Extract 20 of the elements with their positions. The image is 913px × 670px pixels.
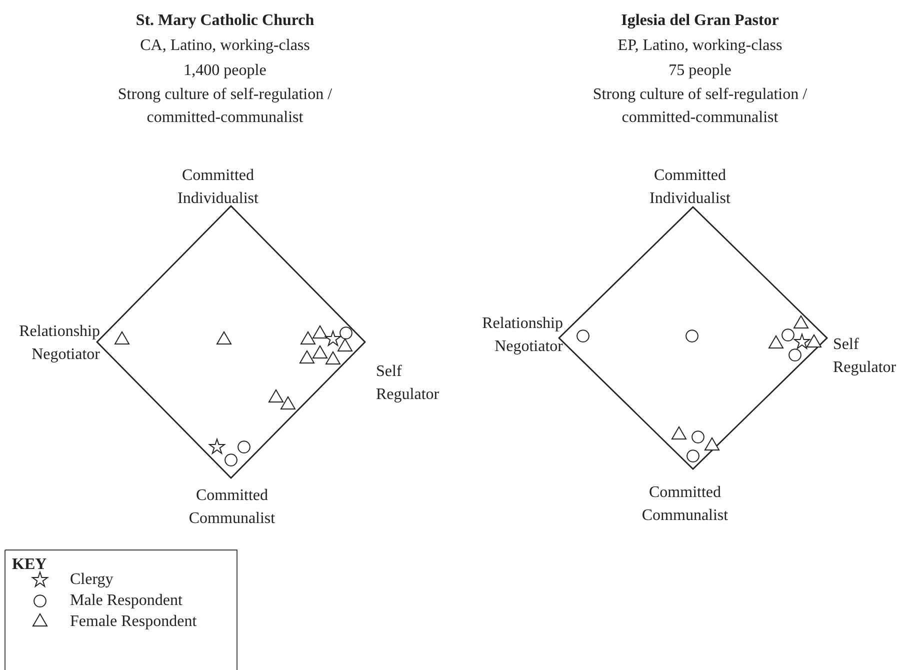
- axis-corner-label: Relationship Negotiator: [18, 322, 100, 365]
- axis-corner-label: Committed Individualist: [176, 166, 260, 209]
- legend-label: Clergy: [70, 570, 114, 590]
- church-description: Strong culture of self-regulation / committed-communalist: [592, 85, 808, 128]
- legend-label: Female Respondent: [70, 612, 197, 632]
- church-description: Strong culture of self-regulation / committed-communalist: [116, 85, 334, 128]
- axis-corner-label: Self Regulator: [833, 335, 898, 378]
- church-description: CA, Latino, working-class: [140, 36, 310, 56]
- church-description: EP, Latino, working-class: [618, 36, 782, 56]
- axis-corner-label: Committed Individualist: [648, 166, 732, 209]
- axis-corner-label: Committed Communalist: [188, 486, 276, 529]
- church-description: 75 people: [668, 61, 732, 81]
- legend-label: Male Respondent: [70, 591, 182, 611]
- key-heading: KEY: [12, 555, 47, 575]
- church-title: Iglesia del Gran Pastor: [621, 11, 779, 31]
- axis-corner-label: Relationship Negotiator: [481, 314, 563, 357]
- church-title: St. Mary Catholic Church: [136, 11, 314, 31]
- axis-corner-label: Committed Communalist: [640, 483, 730, 526]
- church-description: 1,400 people: [184, 61, 266, 81]
- axis-corner-label: Self Regulator: [376, 362, 440, 405]
